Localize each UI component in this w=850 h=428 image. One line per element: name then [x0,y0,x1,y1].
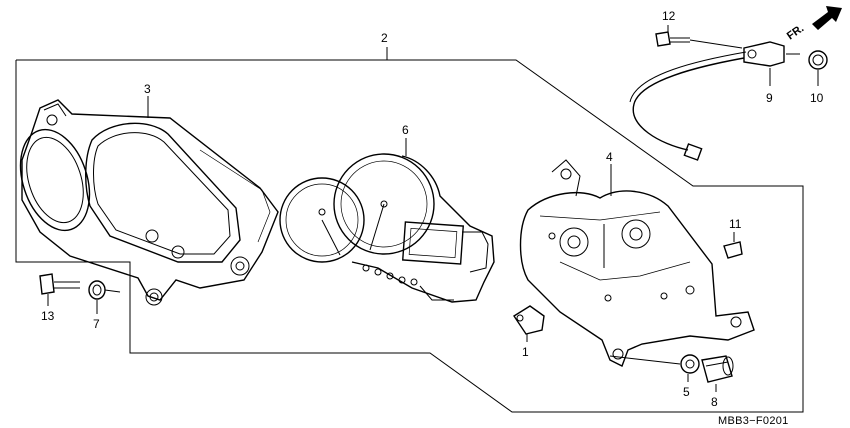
callout-4: 4 [606,150,613,164]
meter-case-part [519,159,755,367]
o-ring-part [808,50,828,70]
grommet-part [609,354,700,382]
screw-part [723,232,743,259]
callout-12: 12 [662,9,676,23]
callout-3: 3 [144,82,151,96]
callout-6: 6 [402,123,409,137]
assembly-outline [15,47,804,413]
callout-10: 10 [810,91,824,105]
leader-lines [147,68,819,196]
bolt-12-part [655,25,690,47]
speed-sensor-part [629,39,800,161]
callout-9: 9 [766,91,773,105]
callout-8: 8 [711,395,718,409]
callout-1: 1 [522,345,529,359]
collar-part [88,280,121,314]
bushing-part [701,355,734,392]
callout-2: 2 [381,31,388,45]
meter-assembly-part [279,153,495,303]
callout-labels: 1 2 3 4 5 6 7 8 9 10 11 12 13 [41,9,824,409]
bolt-13-part [39,273,80,306]
bulb-socket-part [513,305,545,342]
front-direction-indicator: FR. [785,6,842,42]
meter-cover-part [19,99,279,306]
callout-7: 7 [93,317,100,331]
callout-13: 13 [41,309,55,323]
callout-5: 5 [683,385,690,399]
callout-11: 11 [729,217,742,231]
diagram-code: MBB3−F0201 [718,415,789,427]
direction-label: FR. [785,22,806,42]
front-arrow-icon [812,6,842,30]
